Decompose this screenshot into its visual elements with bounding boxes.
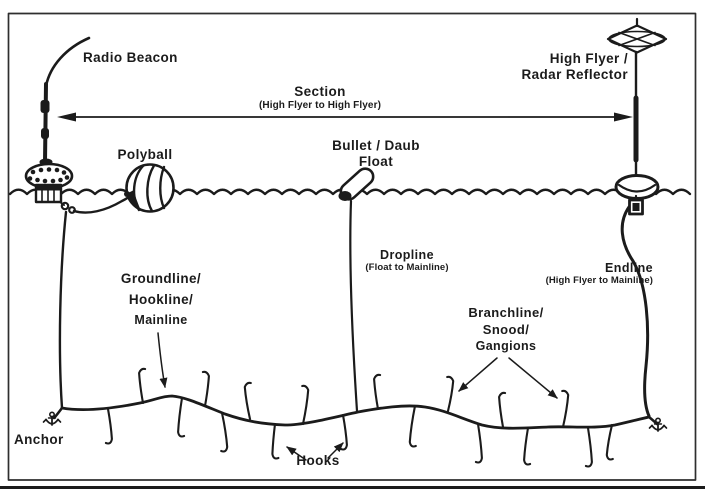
branchline-hook-icon [408, 404, 417, 448]
dropline-label-title: Dropline [380, 248, 434, 262]
gangion-pointer-arrow-right [508, 357, 558, 399]
section-label-title: Section [294, 84, 346, 99]
endline [620, 205, 651, 418]
high-flyer-label-line2: Radar Reflector [521, 67, 628, 82]
polyball-label: Polyball [117, 147, 173, 162]
groundline-label: Groundline/ Hookline/ Mainline [121, 269, 201, 331]
high-flyer-label: High Flyer / Radar Reflector [521, 51, 628, 83]
hooks-label: Hooks [296, 453, 340, 468]
high-flyer-label-line1: High Flyer / [549, 51, 628, 66]
mainline-left-tail [52, 406, 64, 420]
anchor-icon [648, 417, 668, 432]
bullet-float-label-line2: Float [358, 154, 394, 169]
hooks-pointer-arrow-left [286, 446, 307, 461]
branchline-hook-icon [201, 370, 210, 408]
border-frame [7, 12, 697, 481]
pointer-arrows [157, 332, 558, 461]
branchlines-group [104, 367, 614, 468]
section-arrow [57, 112, 633, 122]
mainline [60, 394, 651, 430]
section-label: Section (High Flyer to High Flyer) [259, 84, 381, 112]
branchline-label-line1: Branchline/ [468, 305, 544, 320]
branchline-label-line3: Gangions [475, 339, 537, 353]
anchor-label: Anchor [14, 432, 64, 447]
buoy-to-polyball-line [72, 193, 133, 214]
dropline-label: Dropline (Float to Mainline) [365, 248, 448, 274]
branchline-hook-icon [177, 396, 186, 438]
bullet-float-icon [338, 167, 375, 201]
endline-label-title: Endline [605, 261, 653, 275]
branchline-hook-icon [605, 423, 614, 461]
bullet-float-label: Bullet / Daub Float [332, 138, 420, 170]
groundline-label-line3: Mainline [134, 313, 188, 327]
endline-label-detail: (High Flyer to Mainline) [545, 275, 653, 286]
beacon-anchor-line [58, 210, 68, 410]
branchline-hook-icon [561, 389, 570, 429]
branchline-hook-icon [138, 367, 147, 405]
ring-float-icon [614, 174, 660, 216]
branchline-hook-icon [104, 407, 113, 445]
branchline-hook-icon [301, 384, 310, 426]
polyball-icon [124, 163, 175, 213]
branchline-hook-icon [498, 391, 507, 429]
radio-beacon-label: Radio Beacon [83, 50, 178, 65]
section-label-detail: (High Flyer to High Flyer) [258, 100, 382, 111]
groundline-label-line1: Groundline/ [120, 271, 202, 286]
dropline [349, 199, 359, 413]
gangion-pointer-arrow-left [458, 357, 498, 392]
branchline-hook-icon [243, 381, 252, 421]
radio-beacon-buoy-icon [24, 36, 91, 214]
branchline-hook-icon [271, 422, 280, 460]
mainline-pointer-arrow [157, 332, 168, 388]
branchline-hook-icon [474, 422, 483, 464]
hooks-pointer-arrow-right [327, 442, 344, 459]
branchline-hook-icon [220, 411, 229, 453]
dropline-label-detail: (Float to Mainline) [365, 262, 449, 273]
branchline-label-line2: Snood/ [482, 322, 530, 337]
branchline-hook-icon [446, 375, 455, 413]
branchline-hook-icon [373, 373, 382, 411]
groundline-label-line2: Hookline/ [128, 291, 194, 307]
bullet-float-label-line1: Bullet / Daub [332, 138, 420, 153]
endline-label: Endline (High Flyer to Mainline) [546, 261, 653, 287]
radar-reflector-icon [606, 17, 668, 180]
branchline-hook-icon [523, 426, 532, 466]
branchline-hook-icon [584, 426, 593, 468]
anchor-icon [42, 411, 62, 426]
branchline-label: Branchline/ Snood/ Gangions [468, 304, 543, 355]
